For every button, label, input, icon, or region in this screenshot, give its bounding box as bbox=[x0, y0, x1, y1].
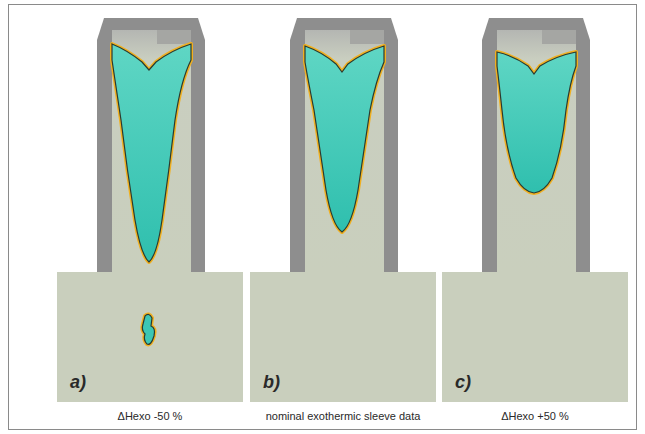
panel-c bbox=[442, 18, 628, 402]
panel-label: b) bbox=[263, 372, 280, 393]
panel-a bbox=[57, 18, 243, 402]
panel-label: a) bbox=[70, 372, 86, 393]
panel-caption: ΔHexo -50 % bbox=[118, 410, 183, 422]
panel-caption: nominal exothermic sleeve data bbox=[266, 410, 421, 422]
panel-b bbox=[250, 18, 436, 402]
panel-caption: ΔHexo +50 % bbox=[501, 410, 569, 422]
figure-frame bbox=[9, 5, 637, 430]
panel-label: c) bbox=[455, 372, 471, 393]
